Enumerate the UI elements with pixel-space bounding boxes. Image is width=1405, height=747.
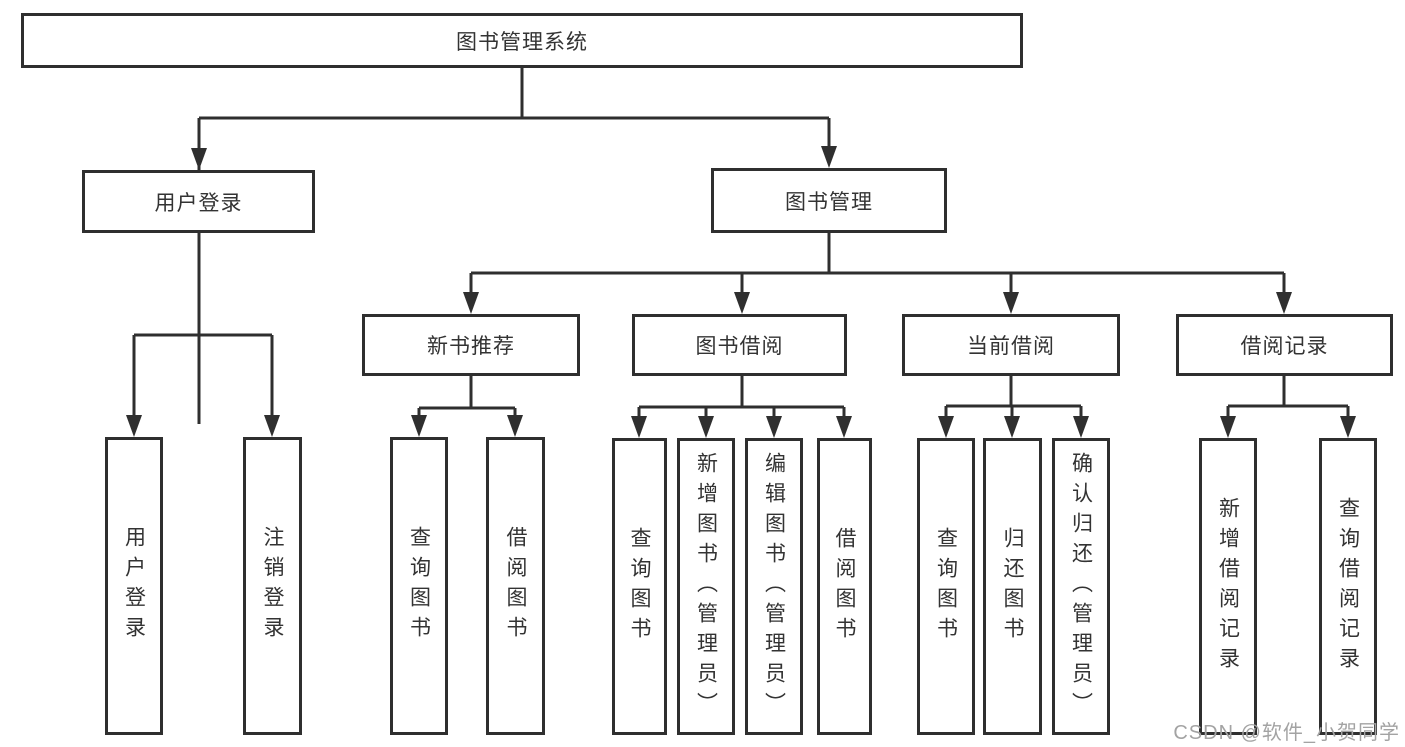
node-label: 归还图书 [1001,526,1024,647]
node-label: 新书推荐 [427,335,515,358]
node-label: 图书管理 [785,190,873,214]
node-label: 借阅记录 [1240,335,1329,358]
leaf-return-books: 归还图书 [983,438,1042,735]
leaf-user-login: 用户登录 [105,437,163,735]
node-library-management-system: 图书管理系统 [21,13,1023,68]
leaf-query-books-borrowing: 查询图书 [612,438,667,735]
leaf-borrow-books-recommend: 借阅图书 [486,437,545,735]
node-label: 确认归还（管理员） [1069,451,1093,722]
node-label: 借阅图书 [833,526,856,647]
leaf-query-books-current: 查询图书 [917,438,975,735]
node-label: 图书借阅 [695,335,784,358]
node-label: 新增借阅记录 [1216,496,1240,677]
node-label: 注销登录 [261,526,284,646]
leaf-add-borrow-record: 新增借阅记录 [1199,438,1257,735]
leaf-query-borrow-record: 查询借阅记录 [1319,438,1377,735]
node-label: 图书管理系统 [456,30,588,54]
node-book-management: 图书管理 [711,168,947,233]
node-current-borrowing: 当前借阅 [902,314,1120,376]
arrowhead-icons [126,146,1356,438]
leaf-logout: 注销登录 [243,437,302,735]
leaf-add-books-admin: 新增图书（管理员） [677,438,735,735]
node-label: 查询图书 [628,526,651,647]
leaf-query-books-recommend: 查询图书 [390,437,448,735]
node-label: 借阅图书 [504,526,527,646]
node-label: 查询图书 [407,526,431,646]
node-label: 查询借阅记录 [1336,496,1360,677]
node-new-book-recommendation: 新书推荐 [362,314,580,376]
leaf-borrow-books: 借阅图书 [817,438,872,735]
node-label: 用户登录 [154,191,243,215]
leaf-edit-books-admin: 编辑图书（管理员） [745,438,803,735]
node-label: 新增图书（管理员） [694,451,718,722]
connector-paths [132,68,1350,424]
node-label: 编辑图书（管理员） [762,451,786,722]
node-user-login: 用户登录 [82,170,315,233]
node-label: 用户登录 [122,526,146,646]
node-borrowing-records: 借阅记录 [1176,314,1393,376]
node-book-borrowing: 图书借阅 [632,314,847,376]
node-label: 查询图书 [934,526,958,647]
leaf-confirm-return-admin: 确认归还（管理员） [1052,438,1110,735]
node-label: 当前借阅 [967,335,1055,358]
